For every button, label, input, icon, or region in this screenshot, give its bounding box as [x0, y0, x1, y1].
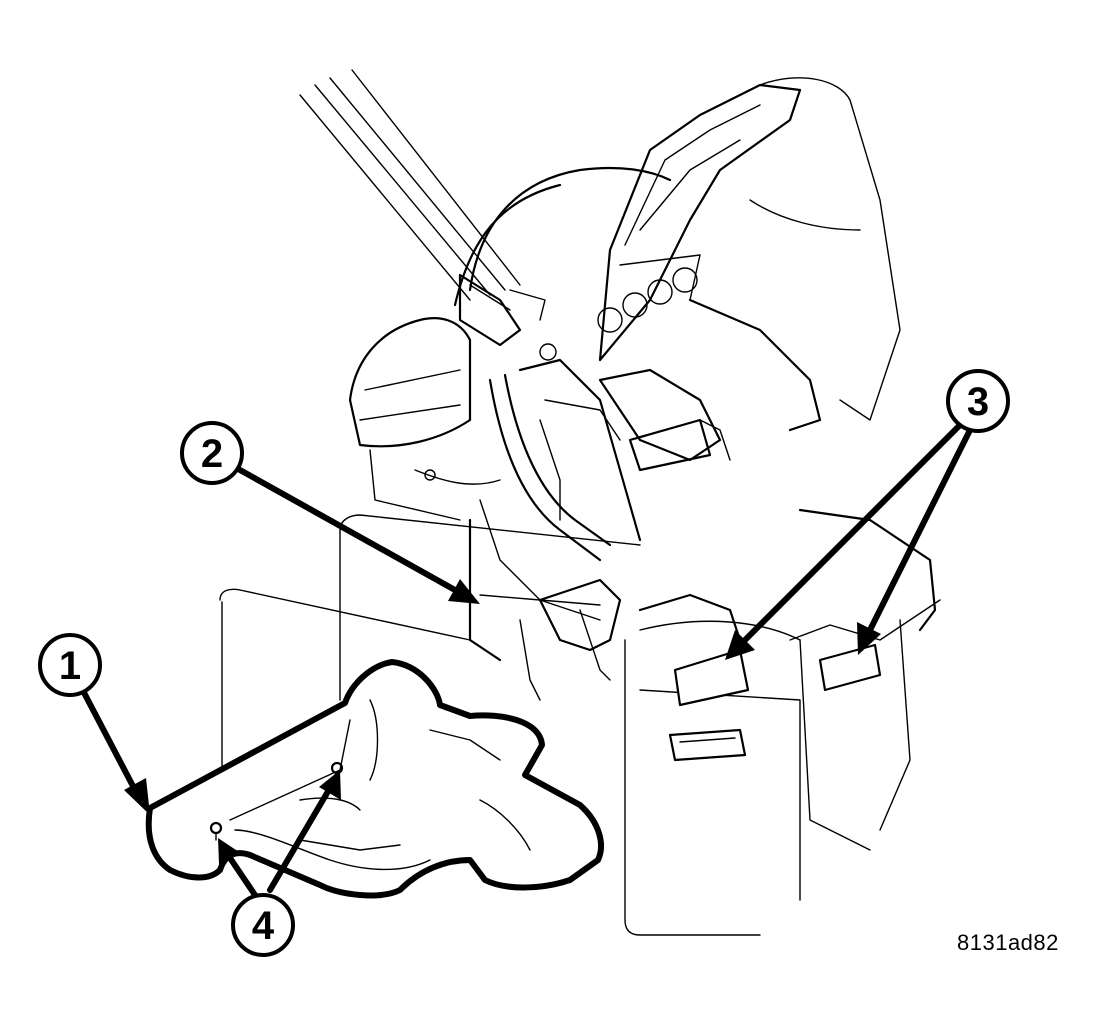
svg-text:1: 1 [59, 644, 81, 688]
wiring-harness [414, 358, 731, 701]
center-stack [597, 77, 901, 432]
callout-2: 2 [180, 421, 244, 485]
svg-text:2: 2 [201, 432, 223, 476]
leader-1 [77, 682, 150, 815]
steering-column-area [348, 166, 672, 521]
leader-4a [218, 838, 258, 898]
callout-3: 3 [946, 369, 1010, 433]
figure-id: 8131ad82 [957, 930, 1059, 955]
fastener-left [209, 821, 223, 841]
console-outline [219, 514, 941, 936]
leader-4b [267, 770, 341, 893]
windshield-pillar [299, 69, 521, 301]
leader-2 [237, 467, 480, 604]
svg-text:3: 3 [967, 380, 989, 424]
callout-1: 1 [38, 633, 102, 697]
callout-4: 4 [231, 893, 295, 957]
leader-3b [857, 427, 973, 655]
silencer-panel [145, 659, 604, 899]
svg-text:4: 4 [252, 904, 275, 948]
side-trim-panels [638, 508, 937, 851]
leader-3a [725, 417, 968, 660]
